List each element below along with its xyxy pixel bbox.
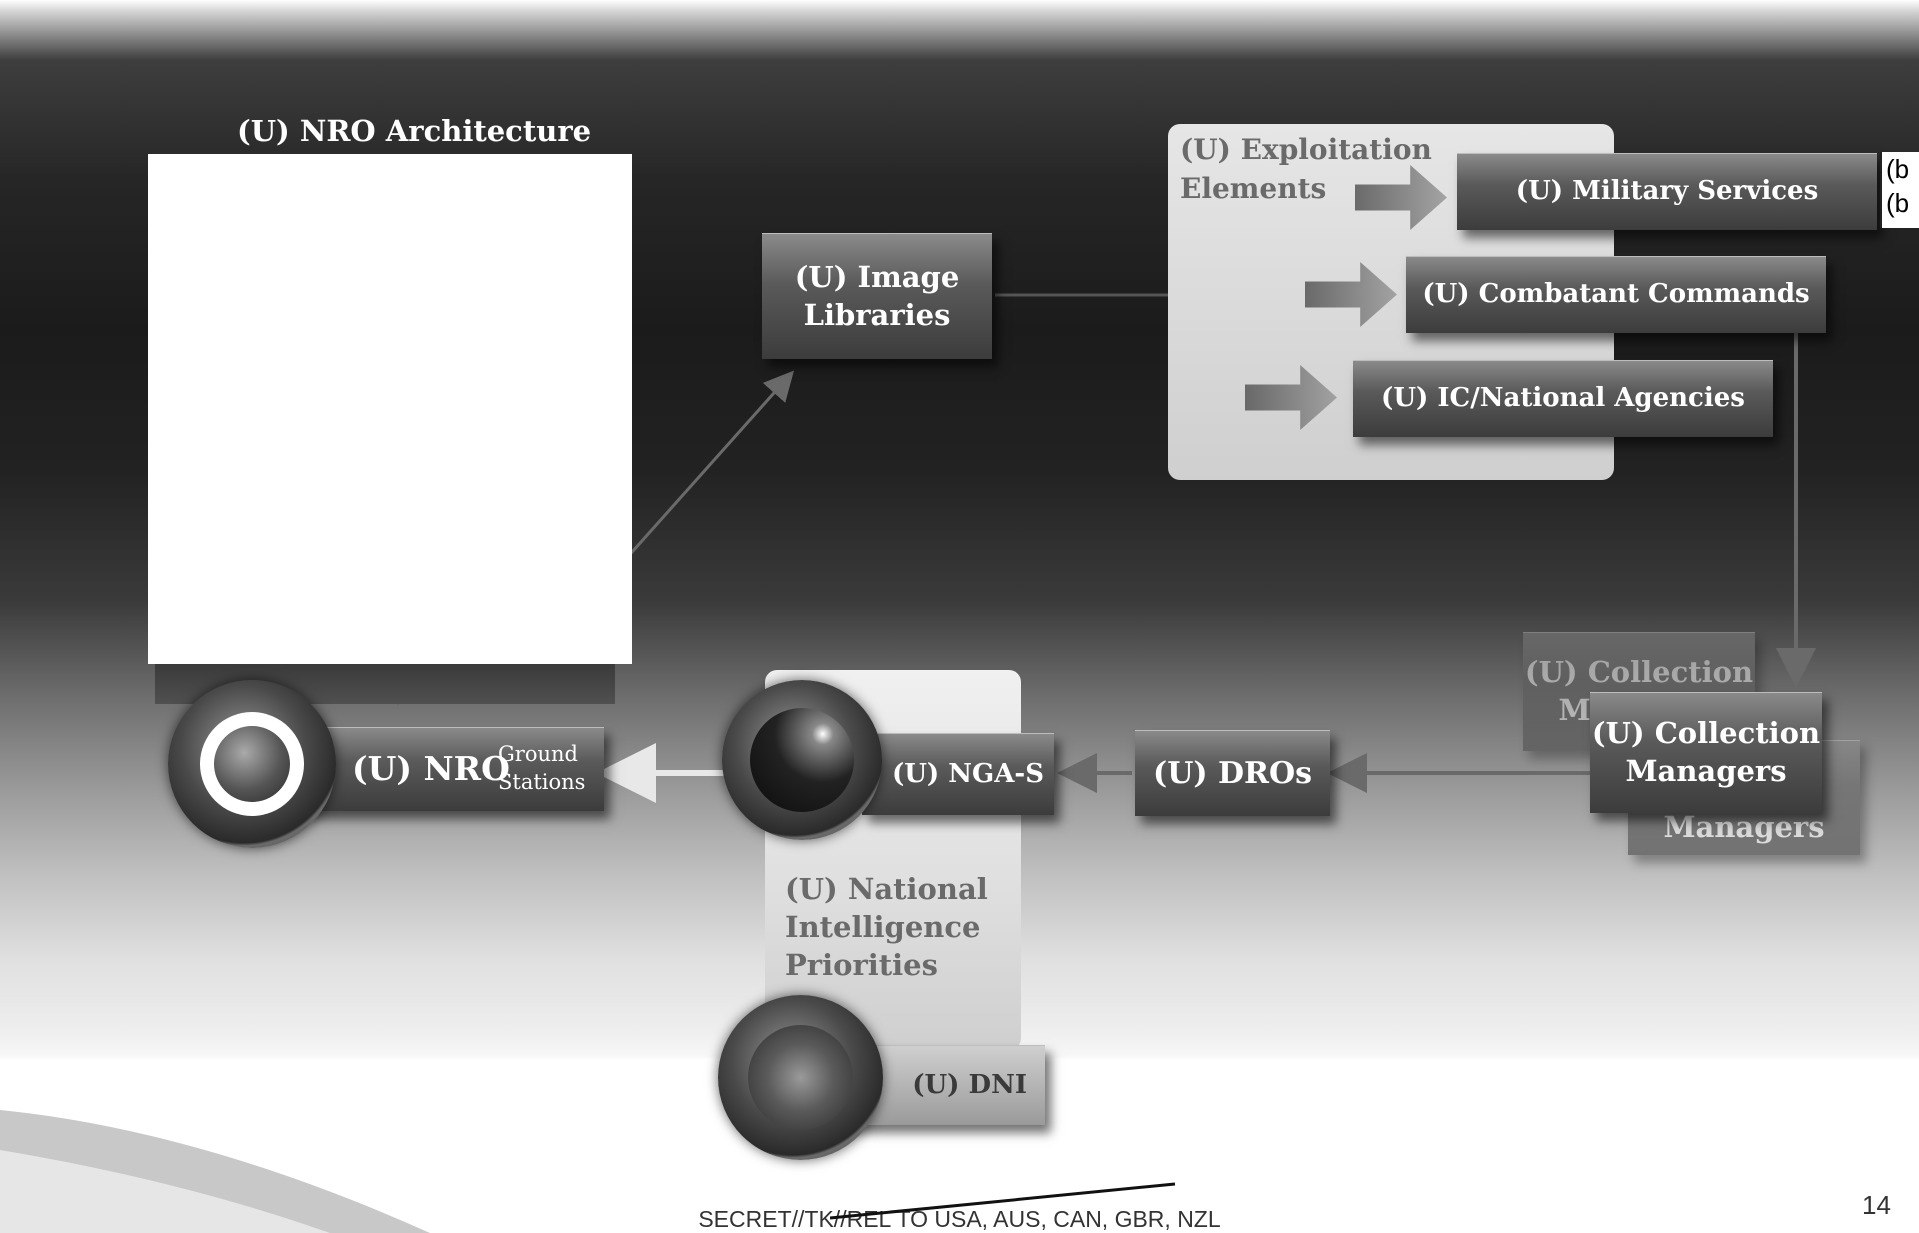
- nip-line1: (U) National: [785, 872, 988, 906]
- ic-national-agencies-box: (U) IC/National Agencies: [1353, 360, 1773, 437]
- redacted-area: [148, 154, 632, 664]
- strikethrough-line: [830, 1182, 1176, 1220]
- nro-seal-icon: [168, 680, 336, 848]
- collection-ghost1-line1: (U) Collection: [1524, 655, 1754, 690]
- image-libraries-line2: Libraries: [803, 297, 951, 332]
- ground-line2: Stations: [498, 770, 586, 794]
- nga-seal-icon: [722, 680, 882, 840]
- collection-managers-box: (U) Collection Managers: [1590, 692, 1822, 813]
- classification-banner: SECRET//TK//REL TO USA, AUS, CAN, GBR, N…: [698, 1206, 1221, 1232]
- ground-line1: Ground: [498, 742, 578, 766]
- nip-text: (U) National Intelligence Priorities: [785, 870, 988, 984]
- nro-globe-icon: [214, 726, 290, 802]
- combatant-commands-box: (U) Combatant Commands: [1406, 256, 1826, 333]
- dni-seal-icon: [718, 995, 883, 1160]
- architecture-title: (U) NRO Architecture: [237, 114, 592, 148]
- exploitation-title: (U) Exploitation Elements: [1180, 130, 1432, 208]
- image-libraries-line1: (U) Image: [794, 259, 960, 294]
- eagle-emblem-icon: [748, 1025, 853, 1130]
- nip-line2: Intelligence: [785, 910, 981, 944]
- decorative-swoosh: [0, 1110, 430, 1233]
- image-libraries-box: (U) Image Libraries: [762, 233, 992, 359]
- redaction-line1: (b: [1886, 154, 1910, 184]
- collection-ghost2-line2: Managers: [1663, 810, 1825, 845]
- collection-managers-line1: (U) Collection: [1591, 716, 1821, 751]
- exploitation-title-line1: (U) Exploitation: [1180, 133, 1432, 166]
- redaction-line2: (b: [1886, 188, 1910, 218]
- military-services-box: (U) Military Services: [1457, 153, 1877, 230]
- nip-line3: Priorities: [785, 948, 938, 982]
- collection-managers-line2: Managers: [1625, 754, 1787, 788]
- page-number: 14: [1862, 1190, 1891, 1220]
- nro-label: (U) NRO: [352, 749, 510, 788]
- exploitation-title-line2: Elements: [1180, 172, 1327, 205]
- ground-stations-label: Ground Stations: [498, 740, 585, 796]
- redaction-marker: (b (b: [1880, 152, 1919, 228]
- nga-s-box: (U) NGA-S: [862, 733, 1054, 815]
- globe-icon: [750, 708, 854, 812]
- dros-box: (U) DROs: [1135, 730, 1330, 816]
